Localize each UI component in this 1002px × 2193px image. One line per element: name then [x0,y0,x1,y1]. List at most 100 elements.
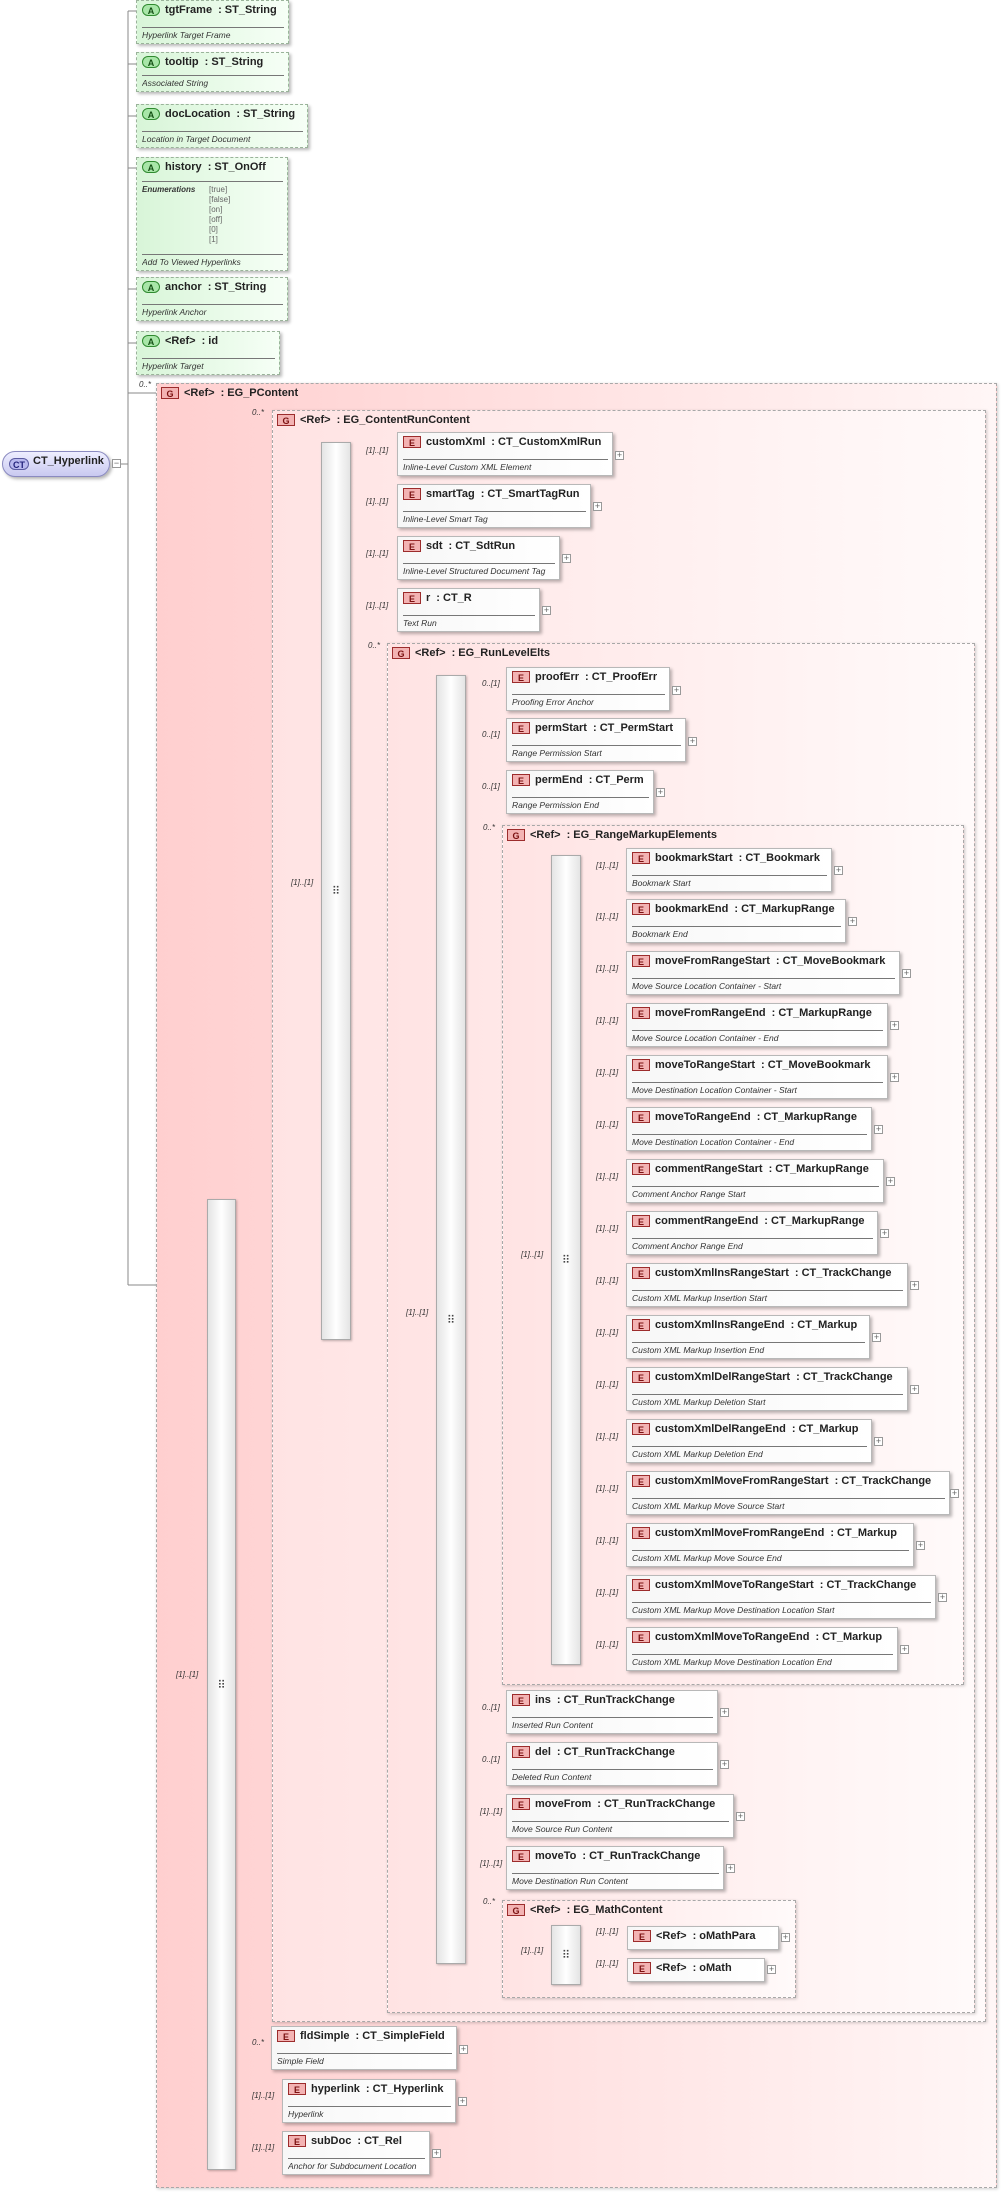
expand-icon[interactable]: + [910,1280,919,1290]
expand-icon[interactable]: + [432,2148,441,2158]
element-description: Inserted Run Content [512,1717,713,1730]
expand-icon[interactable]: + [593,501,602,511]
expand-icon[interactable]: + [874,1124,883,1134]
expand-icon[interactable]: + [458,2096,467,2106]
element-badge: E [632,903,650,916]
element-badge: E [632,1319,650,1332]
element-badge: E [277,2030,295,2043]
expand-icon[interactable]: + [615,450,624,460]
element-badge: E [632,955,650,968]
collapse-icon[interactable]: − [112,458,121,468]
choice-compositor[interactable]: ⠿ [436,675,466,1964]
expand-icon[interactable]: + [902,968,911,978]
group-ref: <Ref> [530,829,561,842]
occurrence-label: 0..[1] [482,679,500,688]
expand-icon[interactable]: + [900,1644,909,1654]
expand-icon[interactable]: + [726,1863,735,1873]
expand-icon[interactable]: + [720,1759,729,1769]
choice-compositor[interactable]: ⠿ [321,442,351,1340]
element-description: Move Destination Location Container - En… [632,1134,867,1147]
element-ref-oMathPara[interactable]: E<Ref>: oMathPara [627,1926,779,1950]
expand-icon[interactable]: + [938,1592,947,1602]
occurrence-label: 0..* [483,1897,496,1906]
expand-icon[interactable]: + [736,1811,745,1821]
expand-icon[interactable]: + [916,1540,925,1550]
expand-icon[interactable]: + [880,1228,889,1238]
choice-compositor[interactable]: ⠿ [207,1199,236,2170]
attribute-ref-id[interactable]: A<Ref>: id Hyperlink Target [136,331,280,375]
choice-compositor[interactable]: ⠿ [551,855,581,1665]
occurrence-label: 0..[1] [482,1703,500,1712]
occurrence-label: 0..[1] [482,782,500,791]
element-ref-oMath[interactable]: E<Ref>: oMath [627,1958,765,1982]
expand-icon[interactable]: + [781,1932,790,1942]
element-name: bookmarkEnd [655,903,729,916]
expand-icon[interactable]: + [834,865,843,875]
element-type: : CT_PermStart [592,722,674,735]
expand-icon[interactable]: + [562,553,571,563]
expand-icon[interactable]: + [688,736,697,746]
expand-icon[interactable]: + [886,1176,895,1186]
enumerations-label: Enumerations [142,185,196,194]
expand-icon[interactable]: + [950,1488,959,1498]
expand-icon[interactable]: + [767,1964,776,1974]
element-type: : CT_Rel [357,2135,402,2148]
element-description: Comment Anchor Range End [632,1238,873,1251]
expand-icon[interactable]: + [890,1020,899,1030]
expand-icon[interactable]: + [672,685,681,695]
expand-icon[interactable]: + [459,2044,468,2054]
expand-icon[interactable]: + [890,1072,899,1082]
element-type: : CT_RunTrackChange [597,1798,716,1811]
expand-icon[interactable]: + [848,916,857,926]
expand-icon[interactable]: + [874,1436,883,1446]
element-name: commentRangeEnd [655,1215,759,1228]
expand-icon[interactable]: + [720,1707,729,1717]
expand-icon[interactable]: + [656,787,665,797]
enumeration-value: [off] [209,215,223,224]
element-description: Move Source Location Container - End [632,1030,883,1043]
element-type: : CT_MoveBookmark [761,1059,871,1072]
choice-compositor[interactable]: ⠿ [551,1925,581,1985]
expand-icon[interactable]: + [542,605,551,615]
expand-icon[interactable]: + [910,1384,919,1394]
element-type: : CT_Markup [791,1423,859,1436]
element-type: : CT_CustomXmlRun [491,436,602,449]
expand-icon[interactable]: + [872,1332,881,1342]
